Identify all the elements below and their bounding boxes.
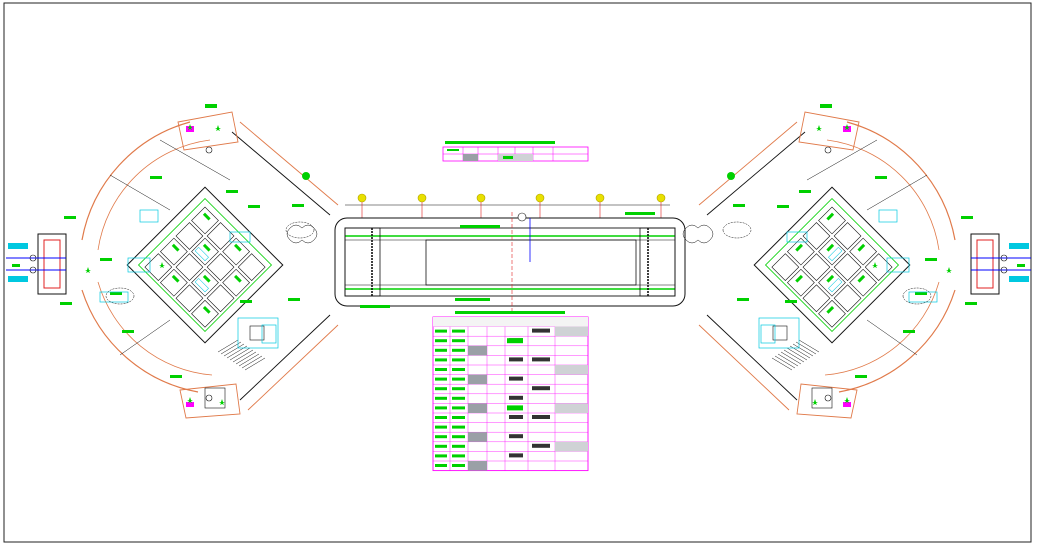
right-outer-arc (846, 121, 956, 241)
grid-marker (535, 193, 545, 218)
bridge-inner (344, 227, 676, 297)
bridge-outer (334, 217, 686, 307)
grid-marker (357, 193, 367, 218)
left-wing (6, 104, 339, 419)
right-arm-lower-2 (698, 324, 790, 411)
legend-table (442, 141, 589, 162)
schedule-table (432, 311, 589, 472)
right-stair-cluster (758, 317, 820, 371)
right-wing (698, 104, 1031, 419)
right-inner-arc (826, 139, 940, 251)
left-core-block (126, 186, 284, 344)
grid-marker (595, 193, 605, 218)
left-inner-arc (97, 139, 211, 251)
right-bottom-portal (796, 383, 858, 419)
left-arm-lower (239, 314, 331, 401)
left-arm-lower-2 (247, 324, 339, 411)
right-arm-lower (706, 314, 798, 401)
left-entrance (6, 233, 67, 295)
left-arm-upper-2 (239, 121, 339, 206)
right-arm-upper-2 (698, 121, 798, 206)
left-outer-arc (81, 121, 191, 241)
grid-marker (476, 193, 486, 218)
left-arm-upper (231, 131, 331, 216)
right-inner-arc-lower (824, 281, 940, 376)
central-bridge (286, 193, 714, 312)
left-stair-cluster (217, 317, 279, 371)
grid-marker (656, 193, 666, 218)
left-bottom-portal (179, 383, 241, 419)
right-outer-arc-lower (838, 289, 956, 393)
left-outer-arc-lower (81, 289, 199, 393)
right-entrance (970, 233, 1031, 295)
left-inner-arc-lower (97, 281, 213, 376)
drawing-frame (3, 2, 1032, 543)
right-core-block (753, 186, 911, 344)
right-arm-upper (706, 131, 806, 216)
grid-marker (417, 193, 427, 218)
